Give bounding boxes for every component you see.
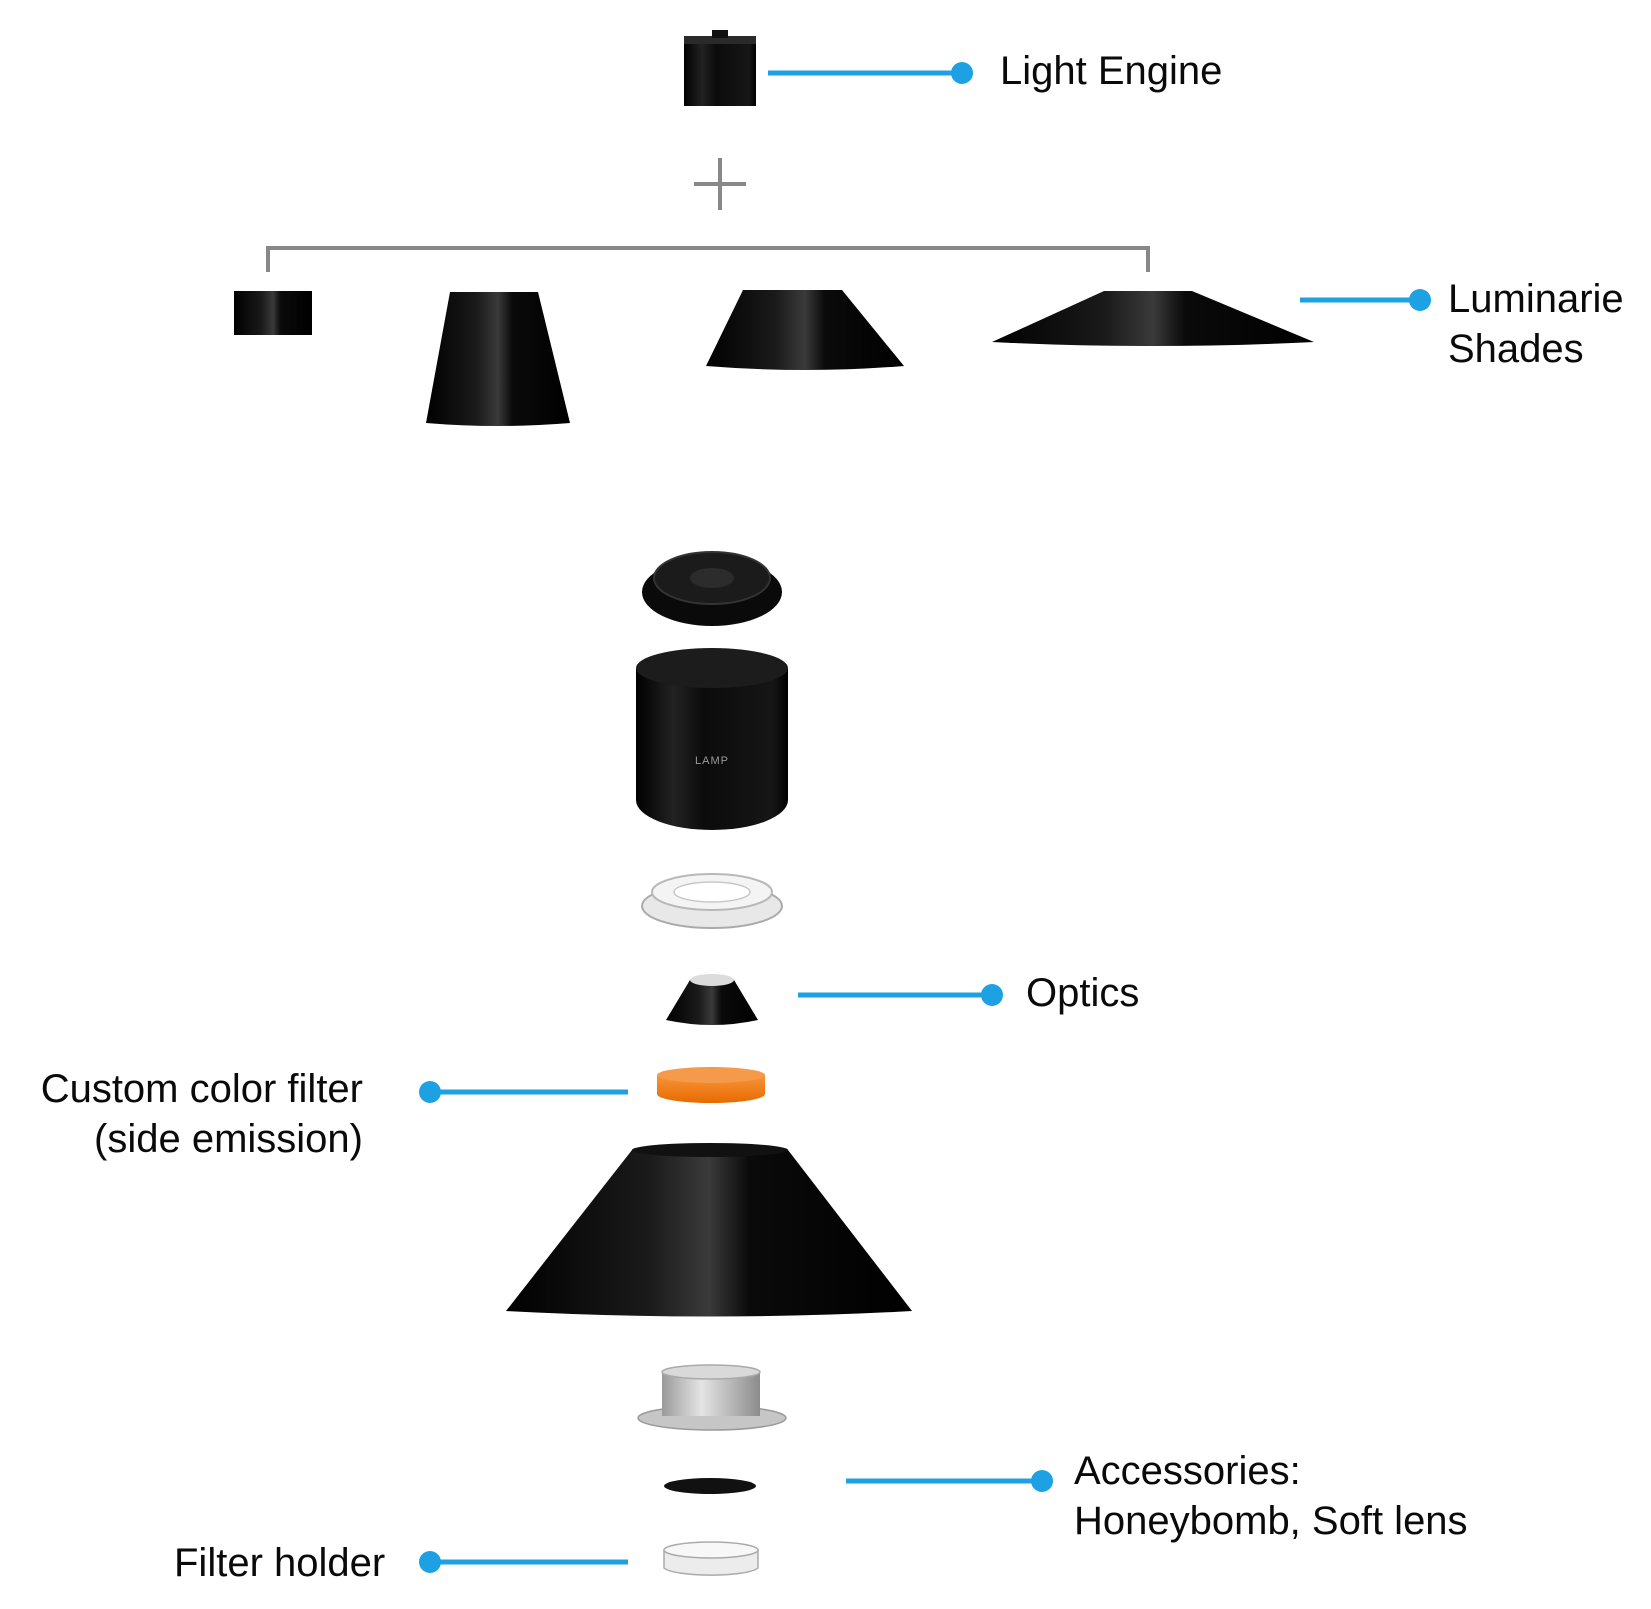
shade-cylinder bbox=[234, 291, 312, 335]
accessories-label: Accessories: Honeybomb, Soft lens bbox=[1074, 1446, 1468, 1546]
luminaire-shades-label-line-2: Shades bbox=[1448, 327, 1584, 371]
plus-icon bbox=[694, 158, 746, 210]
color-filter-connector bbox=[419, 1081, 628, 1103]
accessories-label-line-1: Accessories: bbox=[1074, 1449, 1301, 1493]
shade-medium-cone bbox=[706, 290, 904, 370]
top-cap-part bbox=[642, 551, 782, 626]
light-engine-label: Light Engine bbox=[1000, 49, 1223, 93]
color-filter-label-line-1: Custom color filter bbox=[40, 1067, 363, 1111]
clear-mount-ring-part bbox=[641, 873, 783, 929]
color-filter-label: Custom color filter (side emission) bbox=[41, 1064, 363, 1164]
main-housing-part: LAMP bbox=[636, 648, 788, 830]
optics-connector bbox=[798, 984, 1003, 1006]
color-filter-label-line-2: (side emission) bbox=[94, 1117, 363, 1161]
luminaire-shades-label-line-1: Luminarie bbox=[1448, 277, 1624, 321]
filter-holder-part bbox=[663, 1541, 759, 1576]
shade-tall-cone bbox=[426, 292, 570, 426]
accessories-label-line-2: Honeybomb, Soft lens bbox=[1074, 1499, 1468, 1543]
light-engine-part bbox=[684, 30, 756, 106]
luminaire-shades-label: Luminarie Shades bbox=[1448, 274, 1624, 374]
large-shade-part bbox=[506, 1143, 912, 1317]
shades-connector bbox=[1300, 289, 1431, 311]
optics-part bbox=[666, 974, 758, 1025]
color-filter-part bbox=[657, 1067, 765, 1103]
shade-group-bracket bbox=[266, 246, 1150, 272]
light-engine-connector bbox=[768, 62, 973, 84]
filter-holder-label: Filter holder bbox=[174, 1541, 386, 1585]
product-mark: LAMP bbox=[695, 755, 729, 767]
accessories-connector bbox=[846, 1470, 1053, 1492]
optics-label: Optics bbox=[1026, 971, 1140, 1015]
filter-housing-part bbox=[637, 1364, 787, 1431]
shade-wide-cone bbox=[992, 291, 1314, 346]
honeycomb-lens-part bbox=[664, 1478, 756, 1494]
filter-holder-connector bbox=[419, 1551, 628, 1573]
